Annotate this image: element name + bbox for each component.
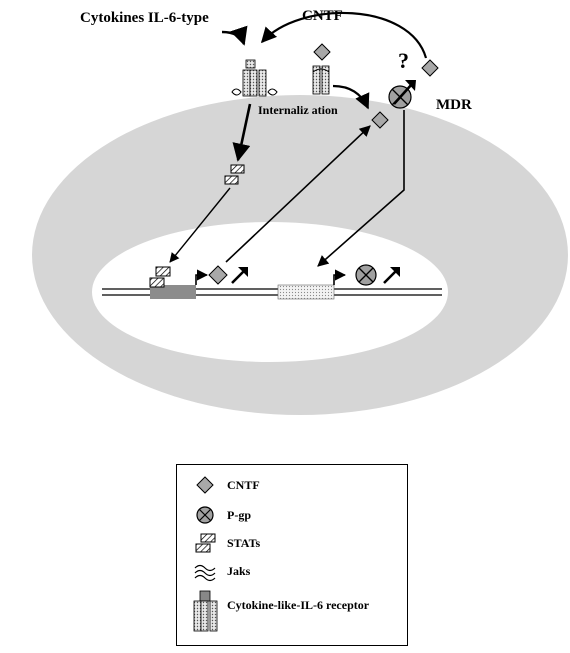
arrow-cntf-internalize [332,84,370,110]
label-question: ? [398,48,409,73]
label-internalization: Internaliz ation [258,103,338,117]
cntf-nuclear [208,265,228,285]
arrow-receptor-down [232,103,252,162]
il6-receptor-complex [231,59,278,97]
stat-promoter [150,285,196,299]
cell-nucleus [92,222,448,362]
stats-on-dna [149,266,171,288]
arrow-cntf-to-membrane [225,125,371,263]
diamond-icon [196,476,214,494]
mdr-promoter [277,284,335,300]
label-mdr: MDR [436,97,472,113]
label-cntf: CNTF [302,8,343,24]
receptor-icon [193,590,218,632]
tss-arrow-mdr [333,269,347,285]
up-arrow-cntf-head [238,267,248,277]
arrow-cytokines-in [221,25,248,46]
arrow-stats-to-dna [169,187,231,263]
jaks-icon [194,564,216,582]
cntf-receptor [312,43,331,95]
arrow-mdr-to-dna [317,110,405,267]
arrow-loop-back [260,11,428,59]
legend: CNTF P-gp STATs Jaks Cytokine-like-I [176,464,408,646]
legend-item-cntf: CNTF [177,473,407,503]
legend-label-stats: STATs [227,536,261,550]
pgp-icon [196,506,214,524]
pgp-efflux-head [405,80,416,91]
legend-label-receptor: Cytokine-like-IL-6 receptor [227,598,370,612]
legend-label-cntf: CNTF [227,478,260,492]
legend-item-pgp: P-gp [177,503,407,533]
legend-label-jaks: Jaks [227,564,251,578]
stats-cytoplasm [224,164,245,185]
pgp-efflux-arrow [393,83,413,105]
legend-label-pgp: P-gp [227,508,251,522]
label-cytokines: Cytokines IL-6-type [80,10,209,26]
pgp-nuclear [355,264,377,286]
tss-arrow-cntf [195,269,209,285]
stats-icon [195,533,216,553]
up-arrow-pgp-head [390,267,400,277]
legend-item-jaks: Jaks [177,559,407,589]
cntf-intracellular [371,111,389,129]
legend-item-stats: STATs [177,531,407,561]
legend-item-receptor: Cytokine-like-IL-6 receptor [177,589,407,637]
cntf-extracellular [421,59,439,77]
